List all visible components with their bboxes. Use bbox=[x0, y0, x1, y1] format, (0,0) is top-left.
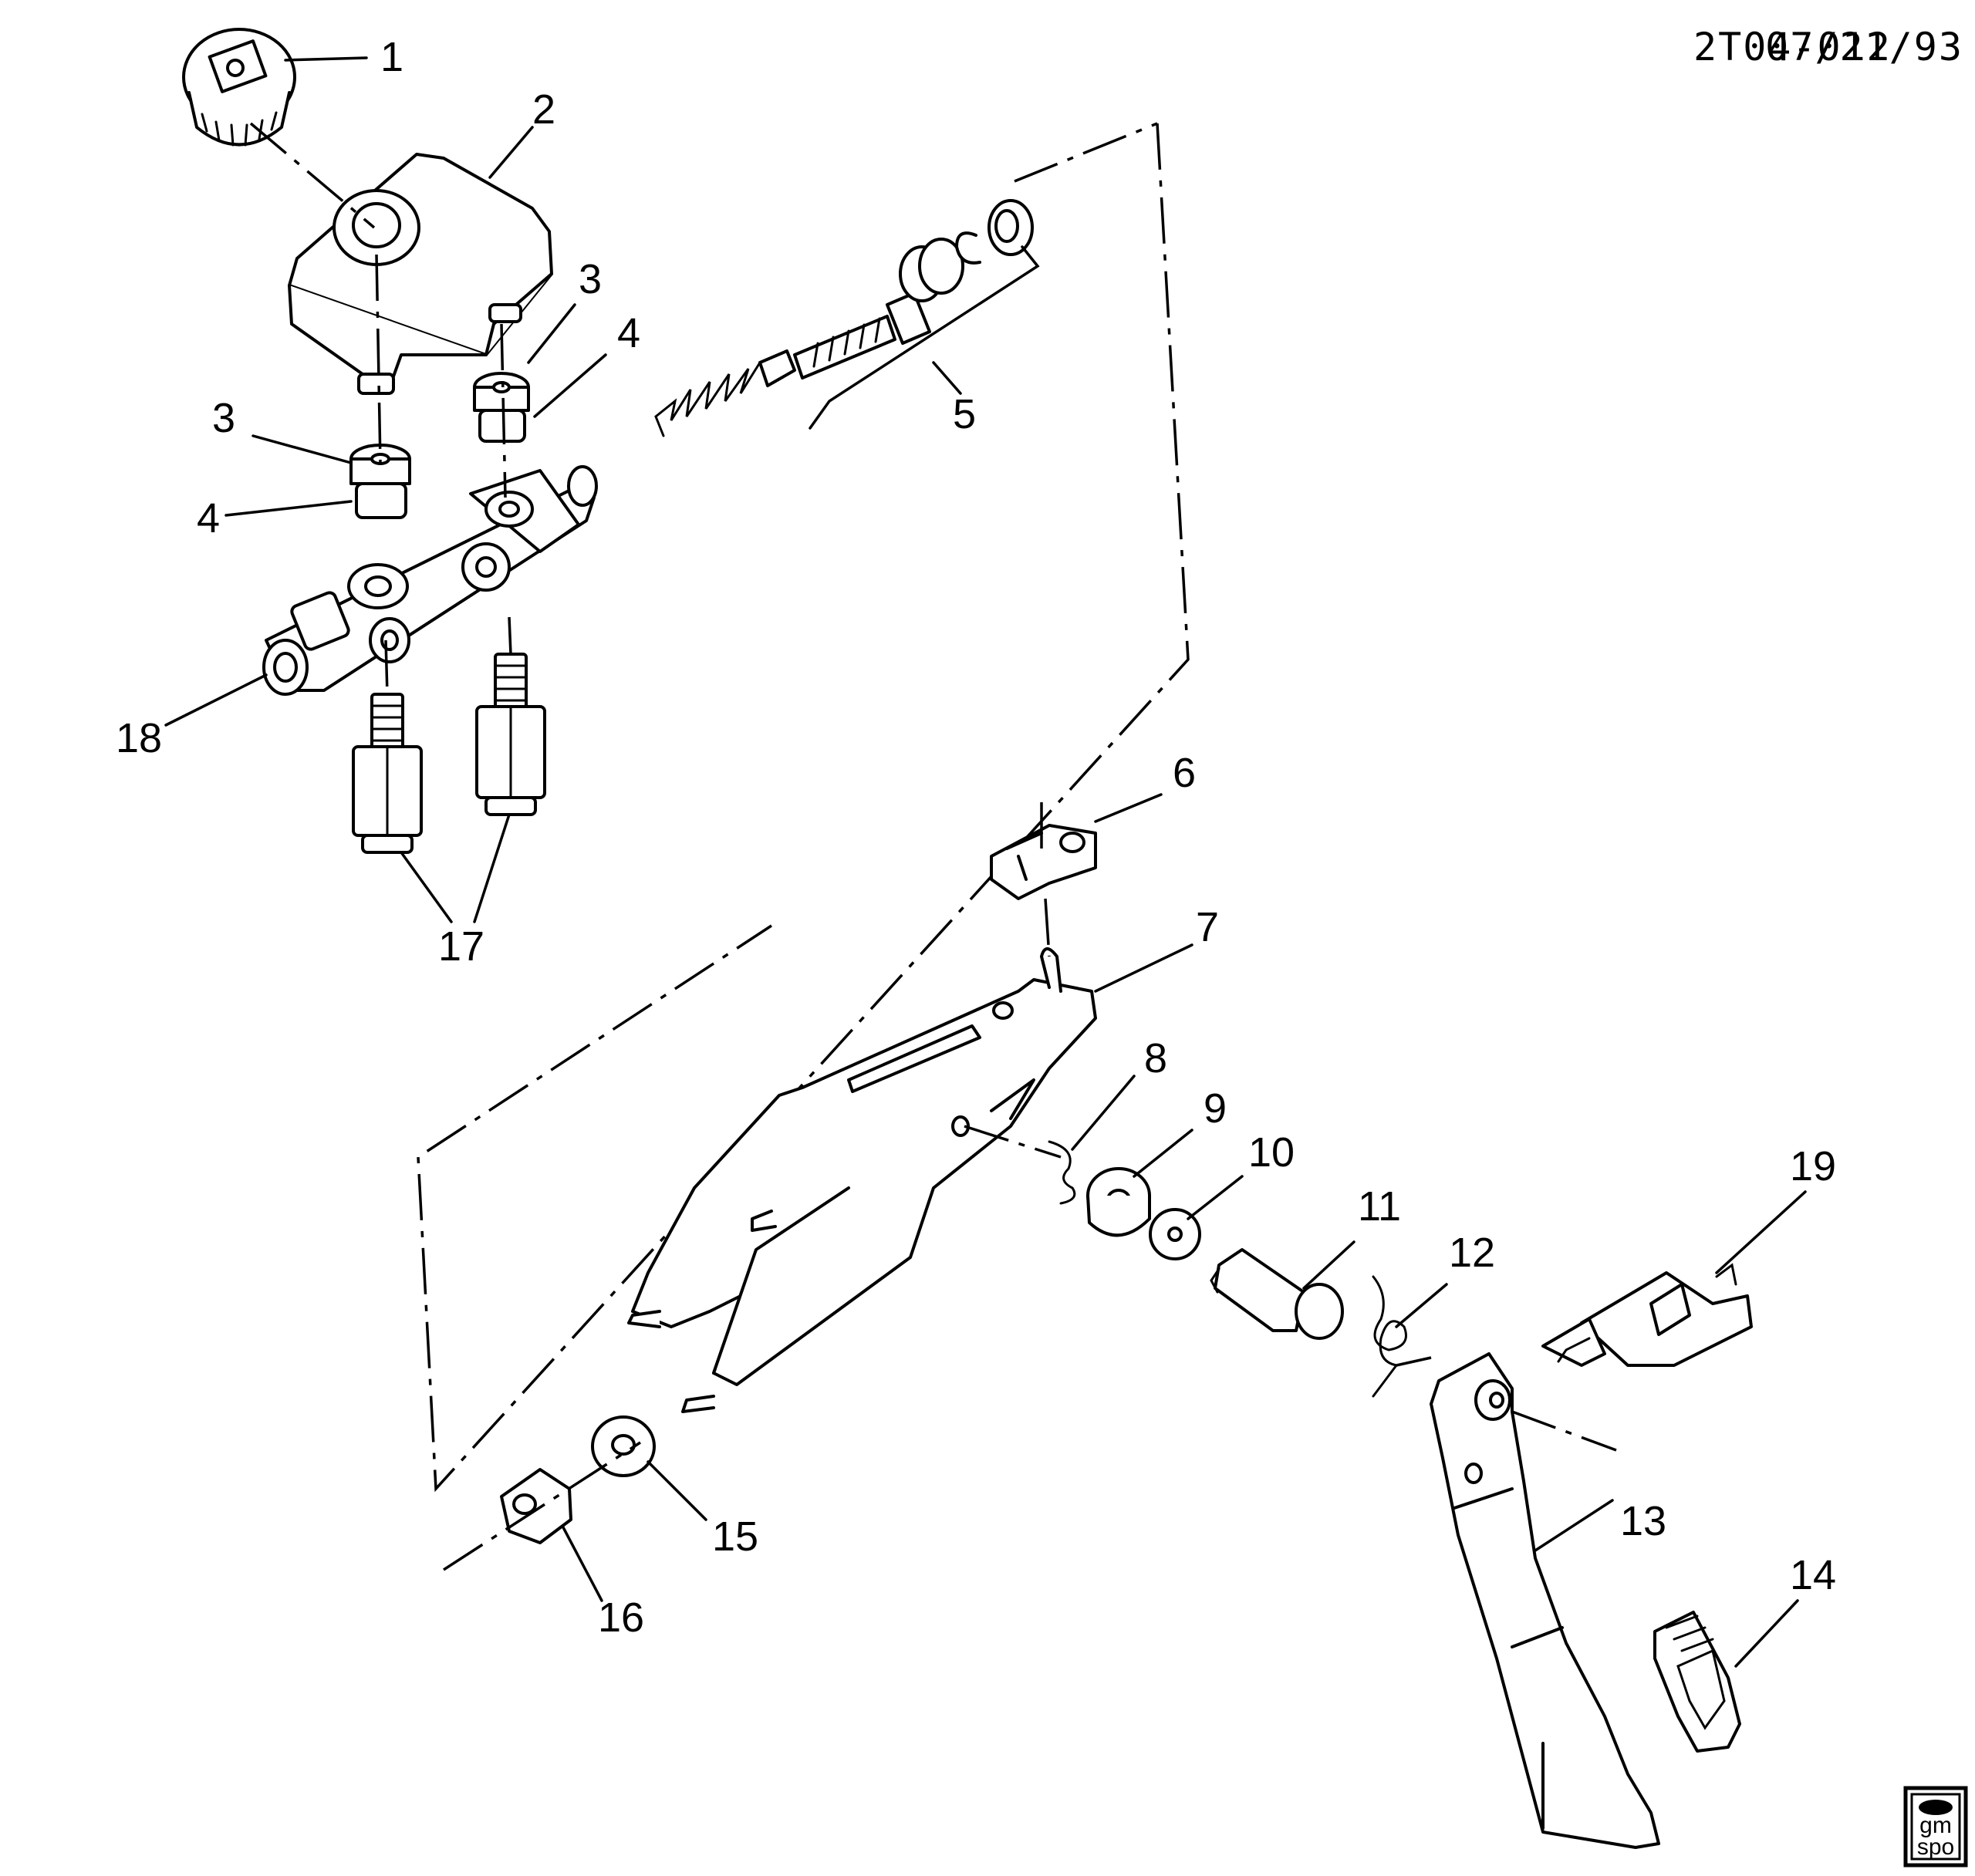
part-1-reservoir-cap bbox=[182, 28, 296, 147]
group-outline bbox=[417, 122, 1190, 1493]
callout-1: 1 bbox=[380, 34, 403, 80]
part-5-bracket bbox=[809, 245, 1040, 430]
callout-9: 9 bbox=[1204, 1085, 1227, 1132]
assembly-axis-lines bbox=[249, 122, 1617, 1571]
part-14-pedal-pad bbox=[1653, 1611, 1741, 1753]
gm-spo-logo: gm spo bbox=[1903, 1786, 1968, 1868]
logo-text-spo: spo bbox=[1917, 1834, 1954, 1860]
part-8-clip bbox=[1048, 1140, 1076, 1205]
part-17-valve-right bbox=[475, 653, 546, 816]
diagram-date: 07/21/93 bbox=[1765, 25, 1963, 69]
callout-10: 10 bbox=[1248, 1129, 1295, 1176]
callout-labels: 1 2 3 3 4 4 5 6 7 8 9 10 11 12 13 14 15 … bbox=[116, 34, 1836, 1641]
callout-15: 15 bbox=[712, 1513, 758, 1560]
part-19-switch bbox=[1541, 1263, 1753, 1367]
callout-3-right: 3 bbox=[579, 256, 602, 302]
leader-lines bbox=[164, 56, 1807, 1668]
callout-13: 13 bbox=[1620, 1498, 1666, 1544]
part-13-pedal-arm bbox=[1430, 1352, 1660, 1849]
callout-17: 17 bbox=[438, 923, 484, 970]
callout-19: 19 bbox=[1790, 1143, 1836, 1189]
part-4-seal-left bbox=[355, 482, 407, 519]
part-6-clip bbox=[990, 824, 1097, 900]
callout-16: 16 bbox=[598, 1594, 644, 1641]
callout-2: 2 bbox=[532, 86, 555, 133]
part-17-valve-left bbox=[352, 693, 423, 854]
callout-6: 6 bbox=[1173, 750, 1196, 796]
callout-11: 11 bbox=[1358, 1183, 1401, 1230]
callout-3-left: 3 bbox=[212, 395, 235, 441]
part-12-spring bbox=[1372, 1275, 1407, 1398]
part-3-grommet-right bbox=[473, 372, 530, 412]
callout-14: 14 bbox=[1790, 1552, 1836, 1598]
part-15-washer bbox=[591, 1415, 656, 1477]
callout-8: 8 bbox=[1144, 1035, 1167, 1081]
callout-18: 18 bbox=[116, 715, 162, 761]
callout-5: 5 bbox=[953, 391, 976, 437]
part-2-reservoir bbox=[288, 153, 553, 395]
callout-12: 12 bbox=[1449, 1230, 1495, 1276]
logo-text-gm: gm bbox=[1919, 1813, 1952, 1838]
part-5-piston-kit bbox=[654, 199, 1034, 437]
part-9-nut bbox=[1086, 1167, 1151, 1237]
diagram-code: 2T04-012 bbox=[1693, 25, 1892, 69]
part-18-master-cylinder bbox=[262, 465, 598, 696]
part-16-nut bbox=[500, 1468, 572, 1544]
callout-4-right: 4 bbox=[617, 310, 640, 356]
callout-4-left: 4 bbox=[197, 495, 220, 542]
part-10-washer bbox=[1149, 1208, 1201, 1260]
part-11-bushing bbox=[1210, 1248, 1344, 1340]
callout-7: 7 bbox=[1196, 904, 1219, 950]
part-3-grommet-left bbox=[349, 444, 411, 485]
part-7-pedal-bracket bbox=[627, 947, 1097, 1413]
